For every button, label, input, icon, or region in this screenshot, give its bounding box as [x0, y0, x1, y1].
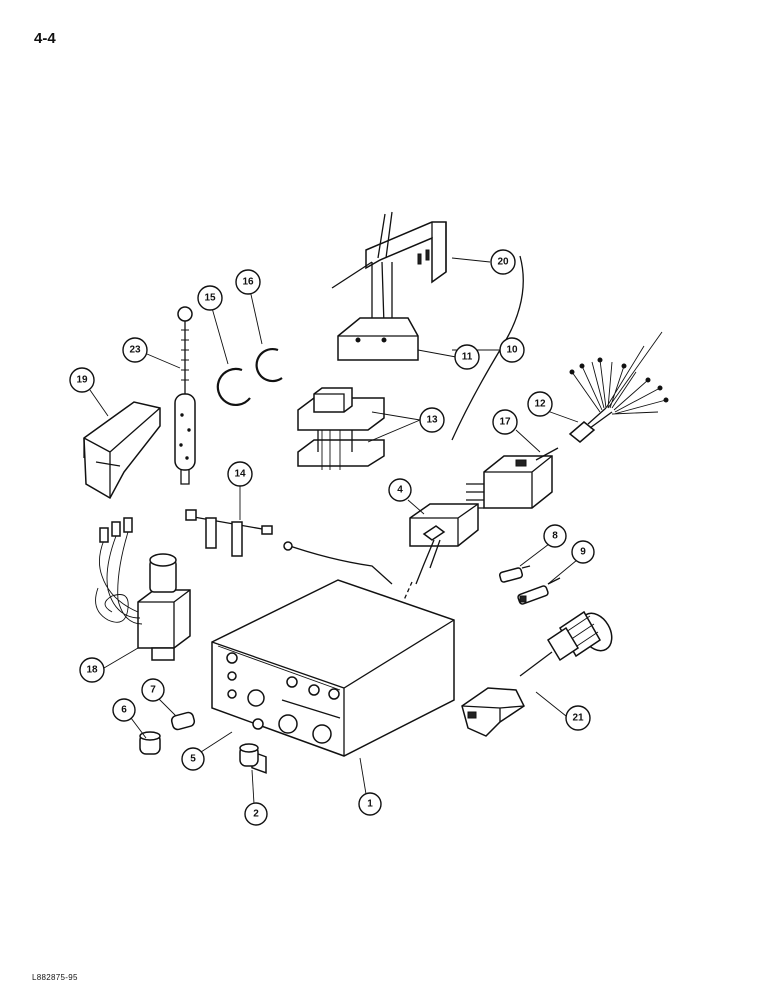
part-21-cable	[461, 610, 613, 737]
leader-lines	[89, 257, 579, 805]
svg-text:14: 14	[234, 469, 246, 480]
part-19-cover	[83, 401, 161, 500]
svg-text:5: 5	[190, 754, 196, 765]
callout-23: 23	[122, 337, 148, 363]
svg-text:23: 23	[129, 345, 141, 356]
svg-text:12: 12	[534, 399, 546, 410]
svg-text:11: 11	[462, 352, 473, 363]
part-23-rod	[174, 306, 196, 485]
part-15-snap-ring	[216, 367, 251, 406]
part-16-snap-ring	[255, 347, 283, 383]
part-9-fitting	[517, 577, 561, 605]
part-7-knob	[170, 711, 196, 731]
part-14-wire	[185, 509, 393, 585]
callout-11: 11	[454, 344, 480, 370]
svg-text:7: 7	[150, 685, 156, 696]
svg-text:15: 15	[204, 293, 216, 304]
svg-text:1: 1	[367, 799, 373, 810]
svg-text:13: 13	[426, 415, 438, 426]
page-number: 4-4	[34, 30, 56, 47]
part-11-block	[337, 261, 419, 361]
callout-16: 16	[235, 269, 261, 295]
part-18-switch	[95, 517, 191, 661]
callout-13: 13	[419, 407, 445, 433]
callout-2: 2	[244, 802, 268, 826]
part-17-connector	[466, 447, 559, 509]
callout-10: 10	[499, 337, 525, 363]
callout-1: 1	[358, 792, 382, 816]
callout-4: 4	[388, 478, 412, 502]
svg-text:19: 19	[76, 375, 88, 386]
callout-17: 17	[492, 409, 518, 435]
svg-text:10: 10	[506, 345, 518, 356]
callout-14: 14	[227, 461, 253, 487]
svg-text:21: 21	[572, 713, 584, 724]
svg-text:8: 8	[552, 531, 558, 542]
svg-text:18: 18	[86, 665, 98, 676]
part-8-fitting	[499, 565, 531, 583]
callout-20: 20	[490, 249, 516, 275]
svg-text:4: 4	[397, 485, 403, 496]
callout-12: 12	[527, 391, 553, 417]
callout-8: 8	[543, 524, 567, 548]
part-20-bracket	[331, 211, 447, 289]
callout-7: 7	[141, 678, 165, 702]
callout-9: 9	[571, 540, 595, 564]
svg-text:20: 20	[497, 257, 509, 268]
callout-21: 21	[565, 705, 591, 731]
svg-text:17: 17	[499, 417, 511, 428]
callout-18: 18	[79, 657, 105, 683]
part-12-wire-bundle	[568, 331, 669, 443]
part-4-sensor	[403, 503, 479, 601]
callout-6: 6	[112, 698, 136, 722]
svg-text:6: 6	[121, 705, 127, 716]
svg-text:9: 9	[580, 547, 586, 558]
part-2-knob	[239, 743, 259, 767]
callout-15: 15	[197, 285, 223, 311]
svg-text:2: 2	[253, 809, 259, 820]
svg-text:16: 16	[242, 277, 254, 288]
part-6-knob	[139, 731, 161, 755]
figure-code: L882875-95	[32, 973, 78, 982]
part-13-bracket-assembly	[297, 387, 385, 470]
callout-5: 5	[181, 747, 205, 771]
part-1-control-box	[211, 579, 455, 774]
callout-19: 19	[69, 367, 95, 393]
